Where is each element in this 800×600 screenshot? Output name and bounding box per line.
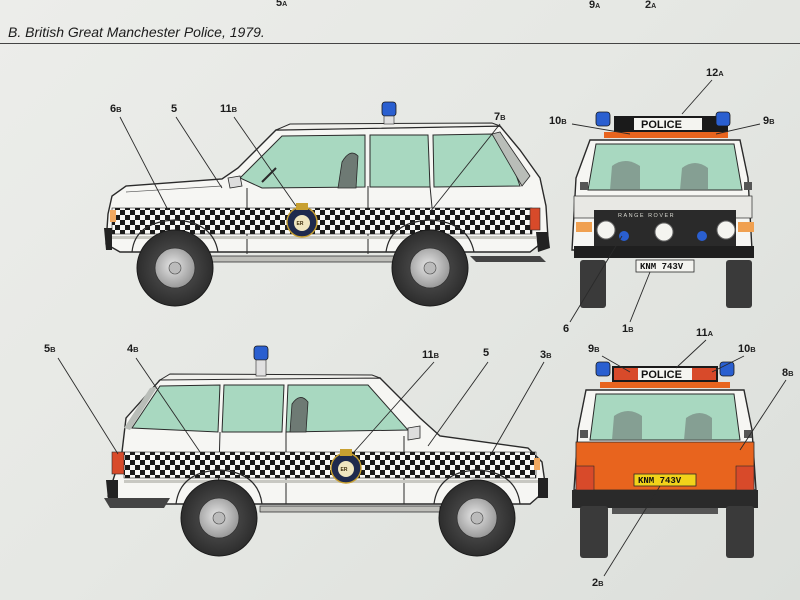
rear-door-window bbox=[369, 134, 431, 188]
callouts-side-top: 6B 5 11B 7B bbox=[110, 103, 506, 213]
blue-lamp bbox=[381, 101, 397, 125]
callouts-rear: 9B 11A 10B 8B 2B bbox=[588, 327, 794, 589]
side-view-right: ER bbox=[104, 345, 548, 557]
top-label-9a: 9A bbox=[589, 0, 601, 11]
side-view-left: ER bbox=[104, 101, 550, 307]
roof-sign-rear: POLICE bbox=[595, 361, 735, 388]
section-title: B. British Great Manchester Police, 1979… bbox=[8, 24, 265, 40]
callout-11b: 11B bbox=[220, 103, 238, 115]
top-label-2a: 2A bbox=[645, 0, 657, 11]
svg-text:6: 6 bbox=[563, 323, 569, 335]
svg-text:9B: 9B bbox=[763, 115, 775, 127]
svg-text:POLICE: POLICE bbox=[641, 369, 682, 381]
rear-view: KNM 743V POLICE bbox=[572, 361, 758, 558]
svg-text:8B: 8B bbox=[782, 367, 794, 379]
svg-text:KNM 743V: KNM 743V bbox=[638, 476, 682, 486]
svg-text:KNM 743V: KNM 743V bbox=[640, 262, 684, 272]
svg-text:5: 5 bbox=[483, 347, 489, 359]
svg-text:9B: 9B bbox=[588, 343, 600, 355]
front-window bbox=[239, 134, 366, 189]
svg-text:1B: 1B bbox=[622, 323, 634, 335]
svg-text:3B: 3B bbox=[540, 349, 552, 361]
callout-6b: 6B bbox=[110, 103, 122, 115]
front-wheel bbox=[136, 229, 214, 307]
front-view: RANGE ROVER KNM 743V POLICE bbox=[571, 111, 754, 308]
rear-wheel bbox=[391, 229, 469, 307]
force-crest: ER bbox=[286, 203, 318, 238]
front-plate bbox=[635, 259, 695, 273]
svg-text:10B: 10B bbox=[738, 343, 756, 355]
rear-plate bbox=[633, 473, 697, 487]
svg-text:12A: 12A bbox=[706, 67, 724, 79]
svg-text:10B: 10B bbox=[549, 115, 567, 127]
header-rule bbox=[0, 43, 800, 44]
roof-sign-front: POLICE bbox=[595, 111, 731, 138]
svg-text:11B: 11B bbox=[422, 349, 440, 361]
svg-text:2B: 2B bbox=[592, 577, 604, 589]
svg-text:11A: 11A bbox=[696, 327, 714, 339]
callout-5: 5 bbox=[171, 103, 177, 115]
svg-text:4B: 4B bbox=[127, 343, 139, 355]
brand-badge: RANGE ROVER bbox=[618, 213, 675, 219]
svg-text:ER: ER bbox=[341, 467, 348, 473]
callouts-side-bottom: 5B 4B 11B 5 3B bbox=[44, 343, 552, 457]
top-label-5a: 5A bbox=[276, 0, 288, 9]
callout-7b: 7B bbox=[494, 111, 506, 123]
blue-lamp-lower bbox=[253, 345, 269, 377]
callouts-front: 12A 10B 9B 6 1B bbox=[549, 67, 775, 335]
force-crest-lower: ER bbox=[330, 449, 362, 484]
svg-text:ER: ER bbox=[297, 221, 304, 227]
svg-text:5B: 5B bbox=[44, 343, 56, 355]
svg-text:POLICE: POLICE bbox=[641, 119, 682, 131]
